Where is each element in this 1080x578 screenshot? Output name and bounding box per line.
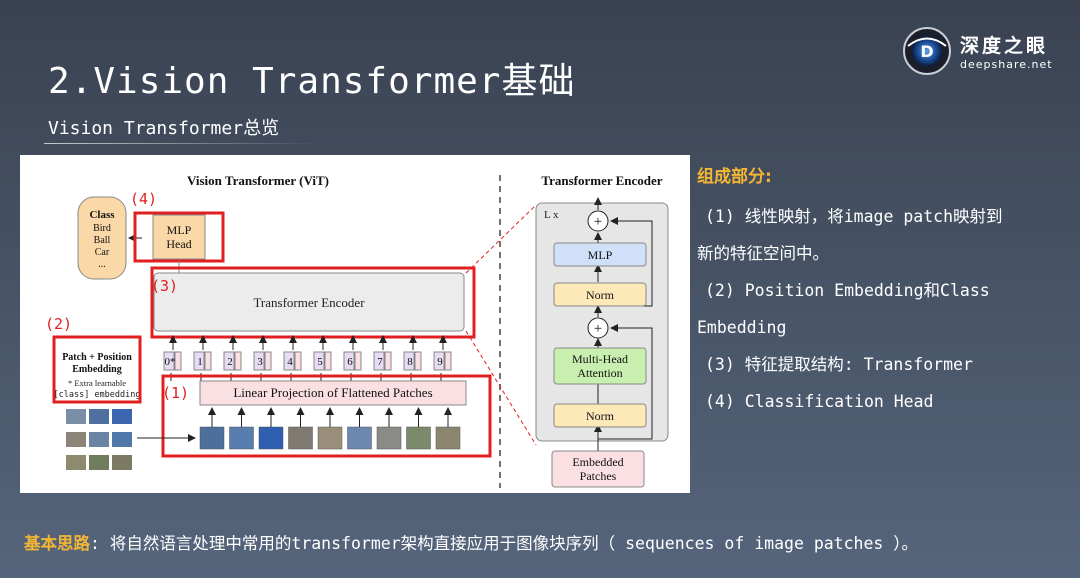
position-token-label: 1 (197, 356, 203, 368)
logo-name: 深度之眼 (960, 31, 1048, 58)
extra-learnable-line1: * Extra learnable (68, 378, 126, 388)
position-token-label: 2 (227, 356, 233, 368)
flattened-patch (407, 427, 431, 449)
eye-logo-icon: D (902, 26, 952, 76)
position-token-label: 7 (377, 356, 383, 368)
patch-embedding-chip (385, 352, 391, 370)
patch-embedding-chip (265, 352, 271, 370)
vit-architecture-figure: Vision Transformer (ViT) Transformer Enc… (20, 155, 690, 493)
panel-line-3: (2) Position Embedding和Class (697, 272, 1067, 309)
patch-embedding-chip (325, 352, 331, 370)
position-token-label: 4 (287, 356, 293, 368)
annotation-2: (2) (45, 315, 72, 333)
pos-embed-line2: Embedding (72, 364, 121, 375)
patch-embedding-chip (415, 352, 421, 370)
transformer-encoder-label: Transformer Encoder (253, 295, 365, 310)
logo-url: deepshare.net (960, 58, 1053, 71)
annotation-3: (3) (151, 277, 178, 295)
panel-line-5: (3) 特征提取结构: Transformer (697, 346, 1067, 383)
encoder-repeat-label: L x (544, 209, 559, 221)
position-token-label: 5 (317, 356, 323, 368)
flattened-patch (377, 427, 401, 449)
position-token-label: 3 (257, 356, 263, 368)
pos-embed-line1: Patch + Position (62, 352, 132, 363)
attention-line2: Attention (577, 366, 622, 380)
extra-learnable-line2: [class] embedding (54, 390, 141, 400)
patch-embedding-chip (445, 352, 451, 370)
zoom-line-top (466, 205, 536, 273)
image-patch-grid (66, 409, 132, 470)
flattened-patch-row (200, 409, 460, 449)
embedded-line1: Embedded (572, 455, 623, 469)
panel-line-1: (1) 线性映射，将image patch映射到 (697, 198, 1067, 235)
logo-letter: D (920, 42, 933, 61)
position-token-label: 6 (347, 356, 353, 368)
position-token-row: 0* 1 2 3 4 5 6 7 8 9 (164, 337, 451, 381)
patch-embedding-chip (355, 352, 361, 370)
patch-embedding-chip (205, 352, 211, 370)
encoder-mlp-label: MLP (588, 248, 613, 262)
add-node-bottom-label: + (594, 321, 602, 337)
position-token-label: 0* (165, 356, 176, 368)
panel-line-6: (4) Classification Head (697, 383, 1067, 420)
patch-embedding-chip (175, 352, 181, 370)
position-token-label: 8 (407, 356, 413, 368)
class-item: Ball (94, 235, 111, 246)
encoder-norm-label-bottom: Norm (586, 409, 615, 423)
add-node-top-label: + (594, 214, 602, 230)
class-item: Car (95, 247, 110, 258)
encoder-figure-title: Transformer Encoder (541, 173, 662, 188)
annotation-1: (1) (162, 384, 189, 402)
class-heading: Class (89, 209, 115, 221)
subtitle-underline (44, 143, 320, 144)
position-token-label: 9 (437, 356, 443, 368)
slide-subtitle: Vision Transformer总览 (48, 114, 279, 140)
patch-embedding-chip (295, 352, 301, 370)
components-panel: 组成部分: (1) 线性映射，将image patch映射到 新的特征空间中。 … (697, 162, 1067, 420)
class-item: Bird (93, 223, 111, 234)
slide-title: 2.Vision Transformer基础 (48, 52, 575, 104)
linear-projection-label: Linear Projection of Flattened Patches (233, 385, 432, 400)
flattened-patch (436, 427, 460, 449)
class-item: ... (98, 259, 106, 270)
vit-figure-title: Vision Transformer (ViT) (187, 173, 329, 188)
flattened-patch (230, 427, 254, 449)
flattened-patch (318, 427, 342, 449)
mlp-head-line1: MLP (167, 223, 192, 237)
panel-line-2: 新的特征空间中。 (697, 235, 1067, 272)
flattened-patch (259, 427, 283, 449)
encoder-norm-label-top: Norm (586, 288, 615, 302)
basic-idea-footer: 基本思路: 将自然语言处理中常用的transformer架构直接应用于图像块序列… (24, 530, 1064, 554)
panel-heading: 组成部分: (697, 162, 1067, 198)
attention-line1: Multi-Head (572, 352, 628, 366)
mlp-head-line2: Head (166, 237, 191, 251)
annotation-4: (4) (130, 190, 157, 208)
embedded-line2: Patches (580, 469, 617, 483)
flattened-patch (200, 427, 224, 449)
flattened-patch (289, 427, 313, 449)
footer-key: 基本思路 (24, 534, 90, 553)
footer-text: : 将自然语言处理中常用的transformer架构直接应用于图像块序列（ se… (90, 534, 918, 553)
panel-line-4: Embedding (697, 309, 1067, 346)
zoom-line-bottom (466, 331, 536, 445)
flattened-patch (348, 427, 372, 449)
patch-embedding-chip (235, 352, 241, 370)
